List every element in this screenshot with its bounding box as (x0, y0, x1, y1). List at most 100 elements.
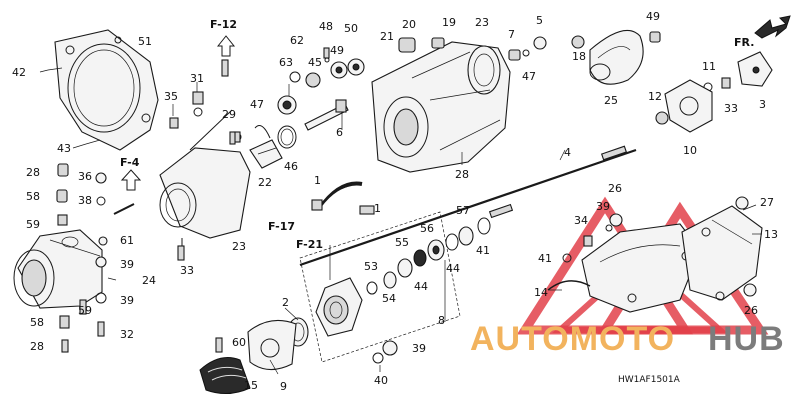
label-58: 58 (26, 190, 40, 203)
part-9-cover (247, 319, 297, 371)
label-33: 33 (180, 264, 194, 277)
part-24-nozzle (13, 229, 103, 309)
label-39c: 39 (596, 200, 610, 213)
label-54: 54 (382, 292, 396, 305)
part-8-group-outline (299, 211, 461, 363)
ref-f21: F-21 (296, 238, 323, 251)
label-15: 15 (244, 379, 258, 392)
watermark-hub: HUB (708, 320, 785, 358)
part-16-plate (47, 29, 159, 151)
label-26b: 26 (744, 304, 758, 317)
part-bearings-row (366, 217, 491, 295)
label-8: 8 (438, 314, 445, 327)
part-50-oring (277, 125, 297, 149)
label-59: 59 (26, 218, 40, 231)
part-6-shaft (304, 99, 349, 131)
label-30: 31 (190, 72, 204, 85)
part-37-30-bolts (169, 91, 204, 129)
label-23: 23 (232, 240, 246, 253)
label-31: 33 (724, 102, 738, 115)
label-57: 55 (395, 236, 409, 249)
part-26-27-34-39-41 (562, 196, 757, 297)
label-5: 5 (536, 14, 543, 27)
label-26: 26 (608, 182, 622, 195)
label-35: 39 (412, 342, 426, 355)
label-18: 19 (442, 16, 456, 29)
watermark-text: AUTOMOTO HUB (470, 320, 785, 358)
ref-f17: F-17 (268, 220, 295, 233)
label-13: 13 (764, 228, 778, 241)
label-51: 47 (522, 70, 536, 83)
label-39: 39 (120, 258, 134, 271)
label-25: 25 (604, 94, 618, 107)
part-25-impeller (589, 29, 644, 85)
part-4-driveshaft (299, 145, 637, 267)
label-42: 41 (476, 244, 490, 257)
watermark-auto: AUTOMOTO (470, 320, 675, 358)
part-labels: 51 42 43 35 31 29 22 46 23 33 62 63 45 4… (12, 10, 778, 393)
label-44: 44 (446, 262, 460, 275)
label-14: 14 (534, 286, 548, 299)
label-36: 36 (78, 170, 92, 183)
part-1-pipe (311, 181, 375, 215)
label-45: 45 (308, 56, 322, 69)
fr-marker: FR. (734, 36, 754, 49)
fr-direction-arrow (754, 15, 791, 39)
label-40: 40 (374, 374, 388, 387)
label-2: 2 (282, 296, 289, 309)
label-58b: 58 (30, 316, 44, 329)
ref-f4-arrow (120, 169, 142, 191)
label-17: 18 (572, 50, 586, 63)
ref-f12: F-12 (210, 18, 237, 31)
label-46: 47 (250, 98, 264, 111)
label-55: 57 (456, 204, 470, 217)
part-21-63-pump-housing (371, 41, 511, 173)
label-37: 35 (164, 90, 178, 103)
label-11: 11 (702, 60, 716, 73)
label-27: 27 (760, 196, 774, 209)
label-29: 29 (222, 108, 236, 121)
leader-lines (39, 69, 762, 375)
label-28b: 28 (26, 166, 40, 179)
part-19-20-caps (398, 37, 445, 53)
label-21: 23 (475, 16, 489, 29)
part-49-11-31-3 (649, 31, 773, 92)
label-60: 60 (232, 336, 246, 349)
label-56: 56 (420, 222, 434, 235)
part-22-cone (249, 125, 283, 169)
label-43: 42 (12, 66, 26, 79)
ref-f4: F-4 (120, 156, 140, 169)
part-7-5-51-17-small (508, 35, 585, 61)
label-48: 49 (330, 44, 344, 57)
label-53: 53 (364, 260, 378, 273)
reference-labels: F-12 F-4 F-17 F-21 FR. (120, 18, 754, 251)
label-19: 20 (402, 18, 416, 31)
label-43b: 43 (57, 142, 71, 155)
label-24: 24 (142, 274, 156, 287)
label-4: 4 (564, 146, 571, 159)
label-50: 46 (284, 160, 298, 173)
label-39b: 39 (120, 294, 134, 307)
part-29-33-bolts (229, 131, 236, 145)
part-left-fasteners (56, 131, 241, 353)
label-28c: 28 (30, 340, 44, 353)
diagram-code: HW1AF1501A (618, 375, 681, 385)
part-13-bracket (681, 205, 763, 301)
label-61: 61 (120, 234, 134, 247)
label-10: 10 (683, 144, 697, 157)
label-59b: 59 (78, 304, 92, 317)
label-44b: 44 (414, 280, 428, 293)
label-1: 1 (314, 174, 321, 187)
part-46-bearing (277, 95, 297, 115)
label-3: 3 (759, 98, 766, 111)
label-16: 51 (138, 35, 152, 48)
part-15-boot (199, 357, 251, 394)
label-41: 41 (538, 252, 552, 265)
label-22: 22 (258, 176, 272, 189)
label-52: 48 (319, 20, 333, 33)
label-28: 28 (455, 168, 469, 181)
part-35-40-nuts (372, 340, 398, 364)
label-12: 12 (648, 90, 662, 103)
